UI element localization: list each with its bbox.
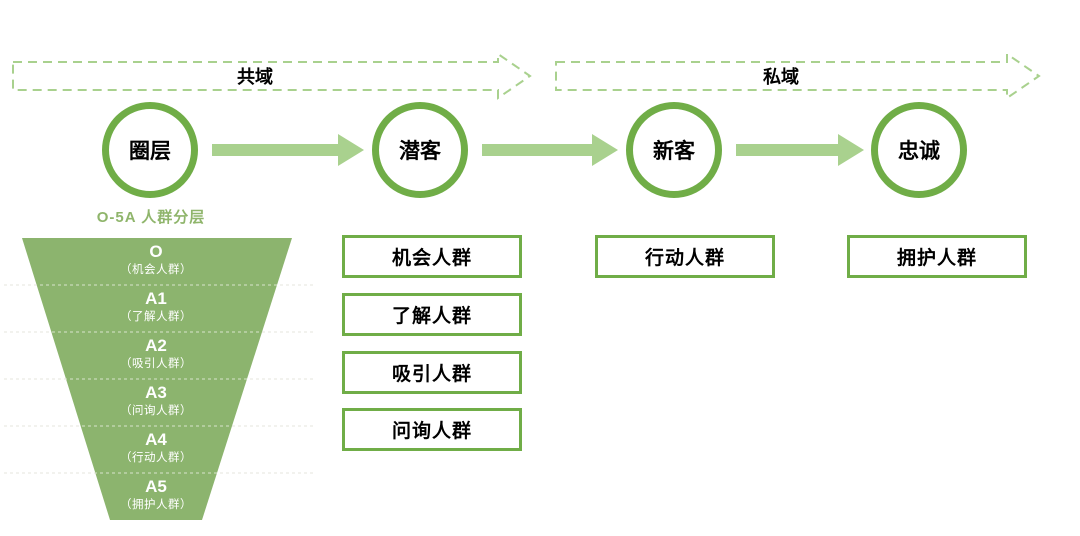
funnel-level-name: （机会人群） <box>120 264 192 276</box>
stage-circle-quanceng: 圈层 <box>102 102 198 198</box>
funnel-level-code: A4 <box>145 430 167 449</box>
stage-circle-qianke: 潜客 <box>372 102 468 198</box>
arrow-icon <box>482 134 618 166</box>
stage-circle-xinke: 新客 <box>626 102 722 198</box>
funnel-level-name: （行动人群） <box>120 452 192 464</box>
funnel-level-name: （问询人群） <box>120 405 192 417</box>
public-domain-banner-label: 共域 <box>237 67 273 87</box>
stage-label: 潜客 <box>399 140 441 163</box>
audience-box-xiyin: 吸引人群 <box>342 351 522 394</box>
audience-box-liaojie: 了解人群 <box>342 293 522 336</box>
audience-box-xingdong: 行动人群 <box>595 235 775 278</box>
private-domain-banner-arrow <box>555 52 1041 100</box>
funnel-level-name: （了解人群） <box>120 311 192 323</box>
funnel-level-o: O （机会人群） <box>6 238 306 285</box>
funnel-title: O-5A 人群分层 <box>96 209 206 226</box>
private-domain-banner-label: 私域 <box>763 67 799 87</box>
funnel-level-a2: A2 （吸引人群） <box>6 332 306 379</box>
funnel-level-code: A5 <box>145 477 167 496</box>
audience-box-yonghu: 拥护人群 <box>847 235 1027 278</box>
funnel-shape <box>4 238 314 520</box>
funnel-level-a4: A4 （行动人群） <box>6 426 306 473</box>
audience-box-jihui: 机会人群 <box>342 235 522 278</box>
funnel-level-name: （拥护人群） <box>120 499 192 511</box>
stage-label: 圈层 <box>129 140 171 163</box>
funnel-level-a5: A5 （拥护人群） <box>6 473 306 520</box>
audience-box-wenxun: 问询人群 <box>342 408 522 451</box>
funnel-level-code: A3 <box>145 383 167 402</box>
funnel-level-a3: A3 （问询人群） <box>6 379 306 426</box>
funnel-level-code: A1 <box>145 289 167 308</box>
public-domain-banner-arrow <box>12 52 532 100</box>
funnel-level-name: （吸引人群） <box>120 358 192 370</box>
arrow-icon <box>212 134 364 166</box>
funnel-level-code: A2 <box>145 336 167 355</box>
arrow-icon <box>736 134 864 166</box>
stage-label: 忠诚 <box>898 140 940 163</box>
stage-label: 新客 <box>653 140 695 163</box>
funnel-level-code: O <box>149 242 163 261</box>
funnel-level-a1: A1 （了解人群） <box>6 285 306 332</box>
stage-circle-zhongcheng: 忠诚 <box>871 102 967 198</box>
